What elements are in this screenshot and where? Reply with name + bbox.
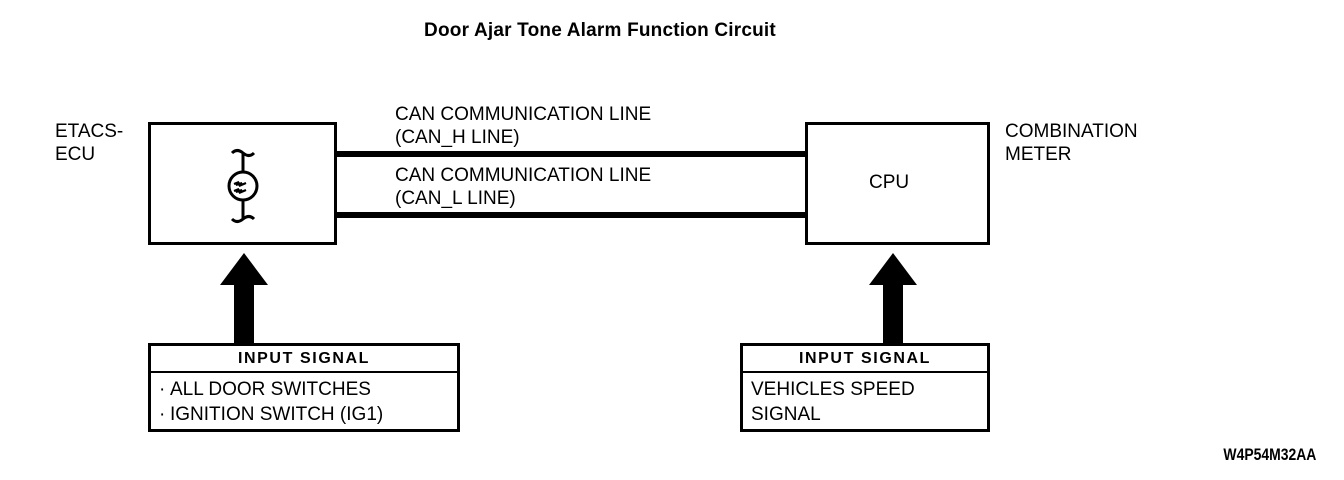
etacs-ecu-label: ETACS- ECU [55, 121, 124, 165]
can-l-line [337, 212, 807, 218]
left-input-arrow-icon [218, 253, 270, 345]
list-item: ·IGNITION SWITCH (IG1) [159, 402, 457, 427]
right-input-signal-header: INPUT SIGNAL [743, 346, 987, 373]
right-input-arrow-icon [867, 253, 919, 345]
buzzer-icon [208, 142, 278, 230]
left-input-signal-header: INPUT SIGNAL [151, 346, 457, 373]
list-item-label: IGNITION SWITCH (IG1) [170, 404, 384, 425]
can-h-label: CAN COMMUNICATION LINE (CAN_H LINE) [395, 104, 652, 148]
right-input-signal-body: VEHICLES SPEED SIGNAL [743, 373, 987, 429]
bullet-icon: · [159, 404, 166, 425]
combination-meter-label: COMBINATION METER [1005, 121, 1138, 165]
bullet-icon: · [159, 379, 166, 400]
can-h-line [337, 151, 807, 157]
list-item-label: ALL DOOR SWITCHES [170, 379, 371, 400]
list-item-label: SIGNAL [751, 404, 821, 425]
can-l-label: CAN COMMUNICATION LINE (CAN_L LINE) [395, 165, 652, 209]
list-item: SIGNAL [751, 402, 987, 427]
cpu-box [805, 122, 990, 245]
left-input-signal-box: INPUT SIGNAL ·ALL DOOR SWITCHES ·IGNITIO… [148, 343, 460, 432]
cpu-label: CPU [869, 172, 910, 193]
right-input-signal-box: INPUT SIGNAL VEHICLES SPEED SIGNAL [740, 343, 990, 432]
reference-code: W4P54M32AA [1223, 445, 1316, 464]
page-title: Door Ajar Tone Alarm Function Circuit [424, 20, 776, 41]
list-item: VEHICLES SPEED [751, 377, 987, 402]
list-item-label: VEHICLES SPEED [751, 379, 915, 400]
list-item: ·ALL DOOR SWITCHES [159, 377, 457, 402]
left-input-signal-body: ·ALL DOOR SWITCHES ·IGNITION SWITCH (IG1… [151, 373, 457, 429]
